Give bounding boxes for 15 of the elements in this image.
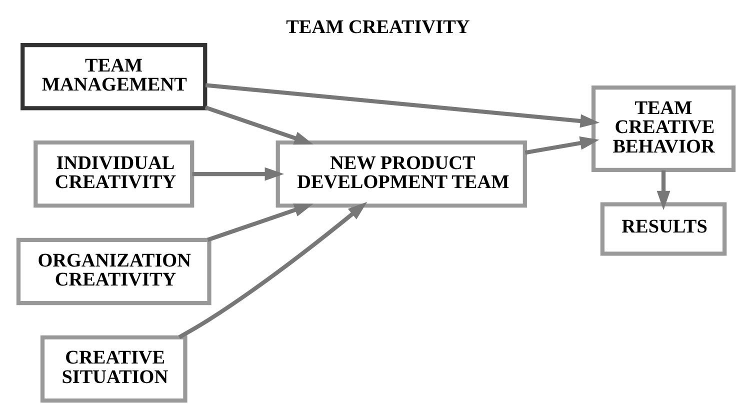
arrow: [207, 204, 314, 242]
arrow: [204, 106, 314, 145]
diagram-title: TEAM CREATIVITY: [286, 16, 470, 38]
node-box: TEAM MANAGEMENT: [20, 43, 208, 110]
arrow: [178, 202, 368, 339]
node-box: ORGANIZATION CREATIVITY: [16, 238, 212, 306]
node-box: RESULTS: [600, 202, 727, 256]
node-box: TEAM CREATIVE BEHAVIOR: [591, 86, 736, 172]
arrow: [192, 167, 284, 181]
arrow: [205, 83, 600, 128]
node-box: CREATIVE SITUATION: [40, 335, 188, 403]
arrow: [656, 170, 670, 210]
node-box: NEW PRODUCT DEVELOPMENT TEAM: [276, 140, 527, 208]
arrow: [524, 136, 600, 155]
node-box: INDIVIDUAL CREATIVITY: [34, 140, 194, 208]
